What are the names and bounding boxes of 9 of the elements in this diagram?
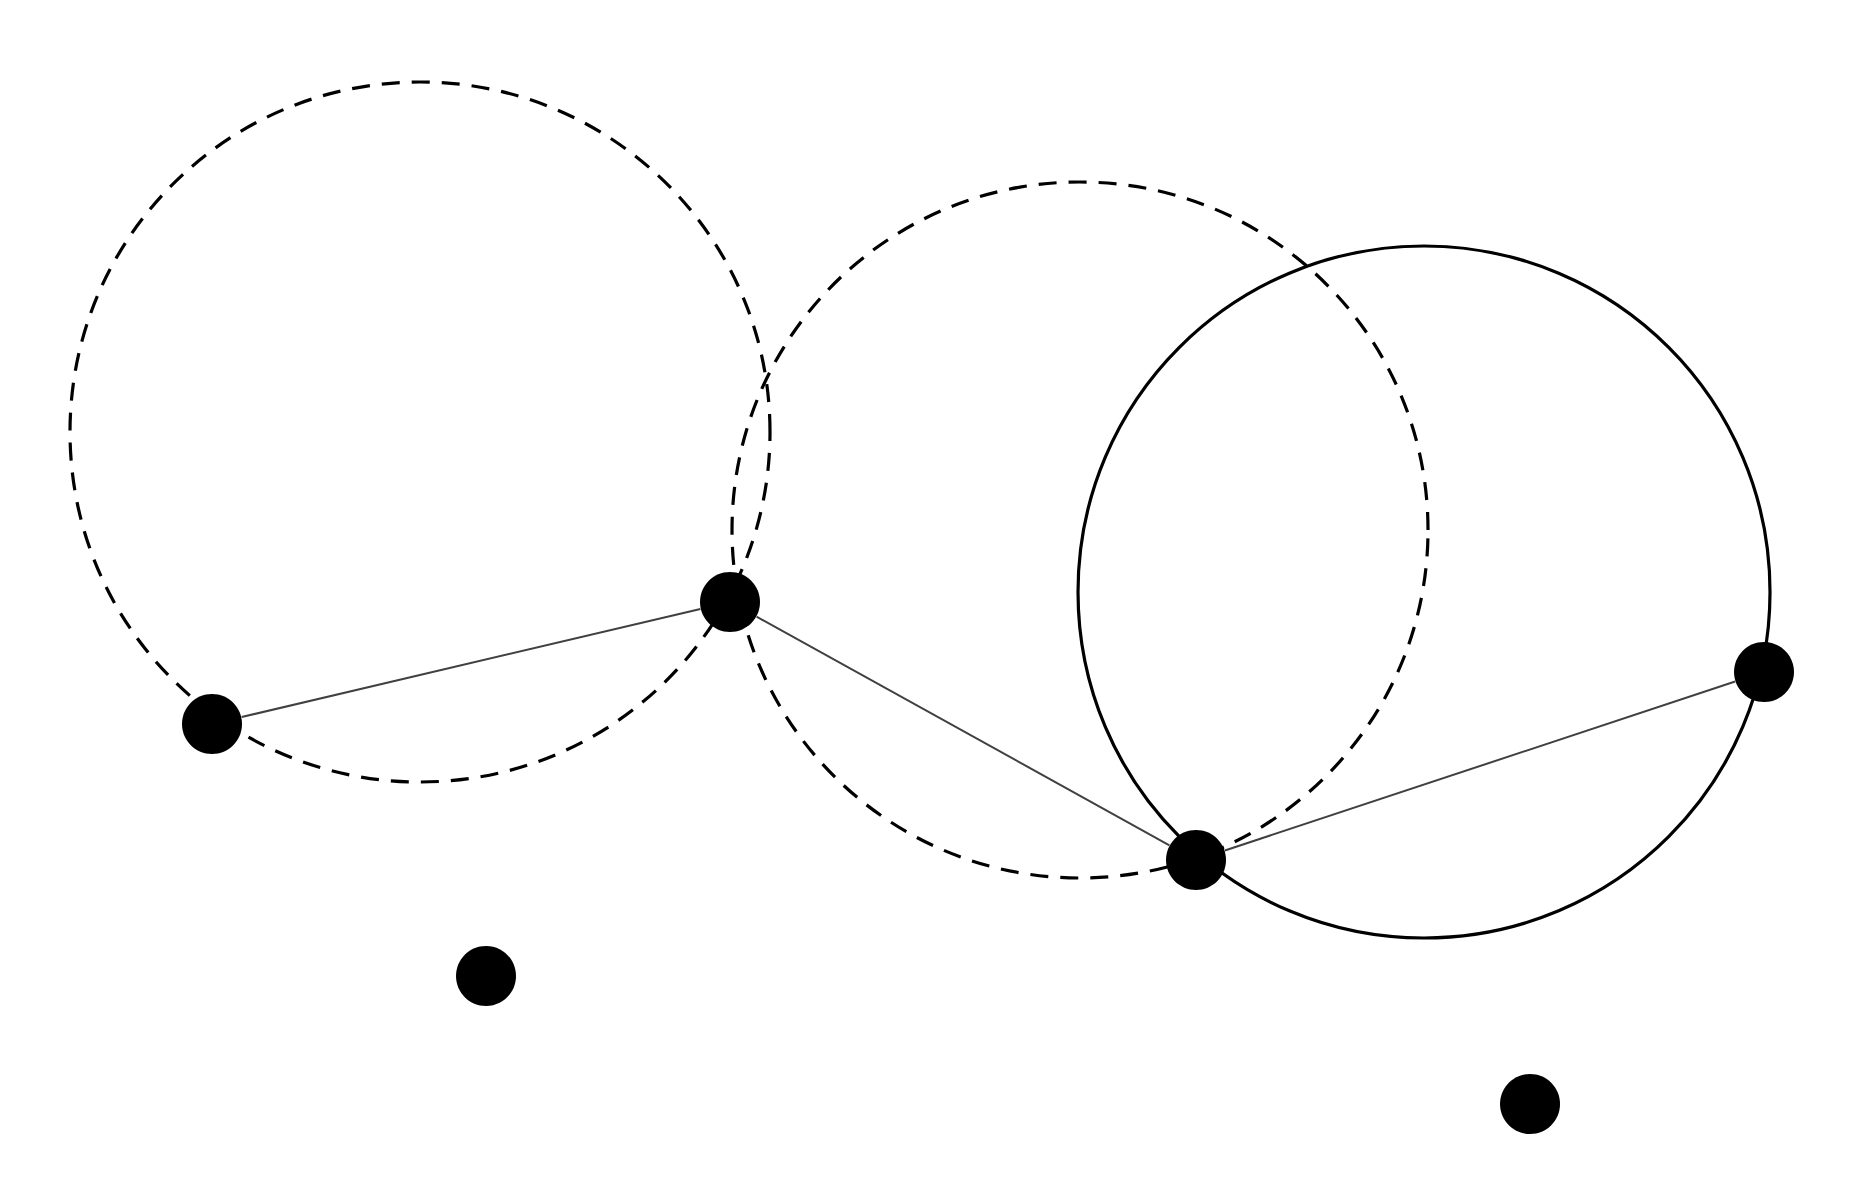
dot — [700, 572, 760, 632]
line — [240, 607, 702, 719]
line — [755, 615, 1171, 847]
line — [1223, 680, 1737, 852]
dot — [1734, 642, 1794, 702]
dot — [456, 946, 516, 1006]
dot — [1500, 1074, 1560, 1134]
dot — [1166, 830, 1226, 890]
dot — [182, 694, 242, 754]
